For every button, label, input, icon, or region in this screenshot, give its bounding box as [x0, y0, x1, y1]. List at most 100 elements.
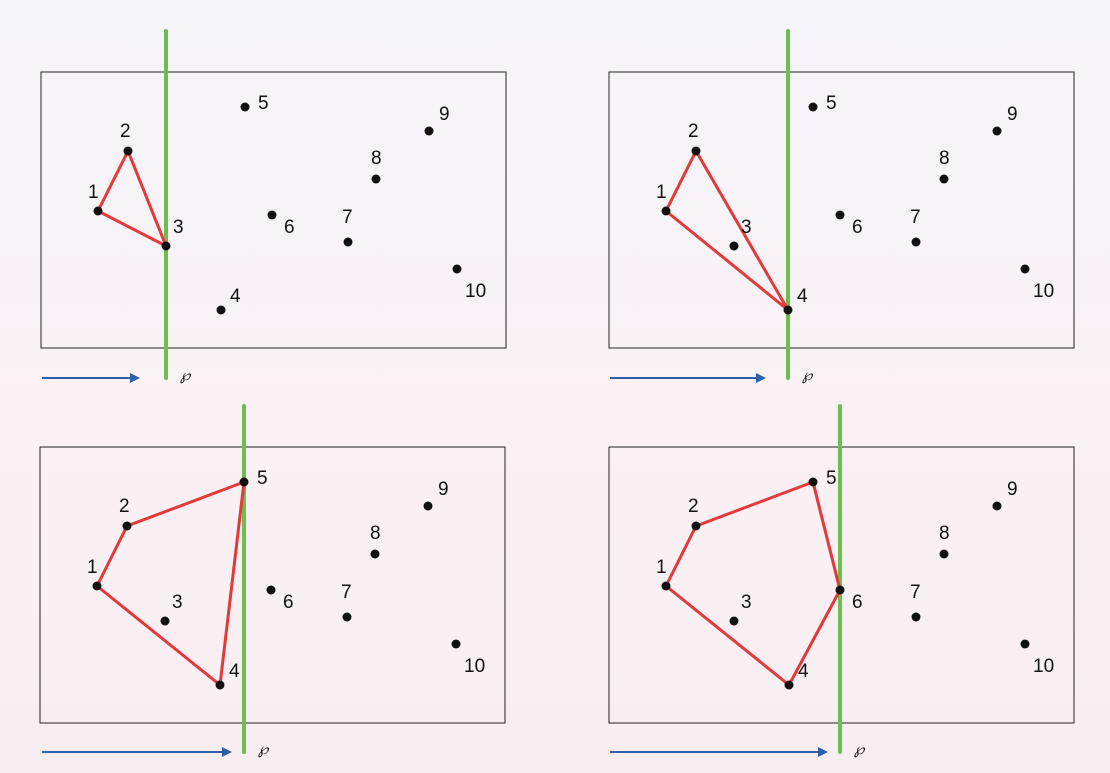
point-1	[661, 206, 671, 216]
point-2	[122, 521, 132, 531]
panel-frame	[608, 71, 1075, 349]
point-label-6: 6	[852, 592, 863, 613]
point-7	[911, 612, 921, 622]
point-5	[808, 102, 818, 112]
point-label-4: 4	[797, 286, 808, 307]
point-4	[783, 305, 793, 315]
point-6	[266, 585, 276, 595]
point-8	[371, 174, 381, 184]
hull-edge-1-2	[664, 524, 698, 588]
point-10	[451, 639, 461, 649]
point-2	[123, 146, 133, 156]
point-label-5: 5	[826, 93, 837, 114]
point-7	[343, 237, 353, 247]
point-label-6: 6	[852, 217, 863, 238]
point-label-1: 1	[87, 557, 98, 578]
point-9	[423, 501, 433, 511]
sweep-line-symbol: ℘	[854, 740, 866, 758]
point-4	[216, 305, 226, 315]
point-label-6: 6	[283, 592, 294, 613]
point-label-1: 1	[656, 557, 667, 578]
point-label-7: 7	[910, 207, 921, 228]
point-2	[691, 146, 701, 156]
hull-edge-2-4	[694, 149, 790, 312]
point-label-7: 7	[910, 582, 921, 603]
point-label-8: 8	[939, 523, 950, 544]
point-5	[808, 477, 818, 487]
point-3	[729, 616, 739, 626]
point-label-3: 3	[172, 592, 183, 613]
point-label-1: 1	[88, 182, 99, 203]
hull-edge-1-2	[664, 149, 698, 213]
sweep-step-panel-4: 1 2 3 4 5 6 7 8 9 10 ℘	[608, 404, 1075, 758]
hull-edge-2-5	[694, 480, 815, 528]
hull-edge-4-1	[664, 584, 791, 687]
point-label-4: 4	[798, 661, 809, 682]
point-label-7: 7	[342, 207, 353, 228]
point-6	[835, 210, 845, 220]
panel-frame	[39, 446, 506, 724]
hull-edge-4-1	[664, 209, 790, 312]
point-label-10: 10	[1033, 656, 1054, 677]
point-5	[240, 102, 250, 112]
hull-edge-1-2	[96, 149, 130, 213]
point-label-2: 2	[688, 496, 699, 517]
point-1	[661, 581, 671, 591]
point-label-5: 5	[826, 468, 837, 489]
point-4	[215, 680, 225, 690]
point-6	[835, 585, 845, 595]
point-label-4: 4	[229, 661, 240, 682]
point-label-7: 7	[341, 582, 352, 603]
point-label-3: 3	[741, 592, 752, 613]
point-label-9: 9	[439, 104, 450, 125]
point-label-10: 10	[464, 656, 485, 677]
point-10	[452, 264, 462, 274]
hull-edge-3-1	[96, 209, 168, 248]
sweep-line-symbol: ℘	[180, 366, 192, 384]
hull-edge-4-1	[95, 584, 222, 687]
hull-edge-5-4	[218, 480, 246, 687]
point-3	[160, 616, 170, 626]
point-label-8: 8	[370, 523, 381, 544]
point-6	[267, 210, 277, 220]
point-3	[729, 241, 739, 251]
point-label-2: 2	[119, 496, 130, 517]
point-1	[93, 206, 103, 216]
point-label-5: 5	[258, 93, 269, 114]
point-label-5: 5	[257, 468, 268, 489]
sweep-line-symbol: ℘	[258, 740, 270, 758]
point-3	[161, 241, 171, 251]
point-7	[911, 237, 921, 247]
hull-edge-5-6	[811, 480, 842, 592]
point-label-9: 9	[1007, 479, 1018, 500]
point-8	[370, 549, 380, 559]
point-label-6: 6	[284, 217, 295, 238]
hull-edge-2-3	[126, 149, 168, 248]
panel-frame	[40, 71, 507, 349]
hull-edge-1-2	[95, 524, 129, 588]
point-4	[784, 680, 794, 690]
point-8	[939, 549, 949, 559]
point-9	[992, 501, 1002, 511]
point-10	[1020, 639, 1030, 649]
point-label-8: 8	[371, 148, 382, 169]
point-label-8: 8	[939, 148, 950, 169]
point-label-4: 4	[230, 286, 241, 307]
point-label-3: 3	[173, 217, 184, 238]
hull-edge-2-5	[125, 480, 246, 528]
point-8	[939, 174, 949, 184]
point-5	[239, 477, 249, 487]
point-10	[1020, 264, 1030, 274]
point-9	[424, 126, 434, 136]
point-label-3: 3	[741, 217, 752, 238]
point-1	[92, 581, 102, 591]
sweep-line-symbol: ℘	[802, 366, 814, 384]
point-label-2: 2	[120, 121, 131, 142]
point-label-1: 1	[656, 182, 667, 203]
point-label-2: 2	[688, 121, 699, 142]
point-7	[342, 612, 352, 622]
